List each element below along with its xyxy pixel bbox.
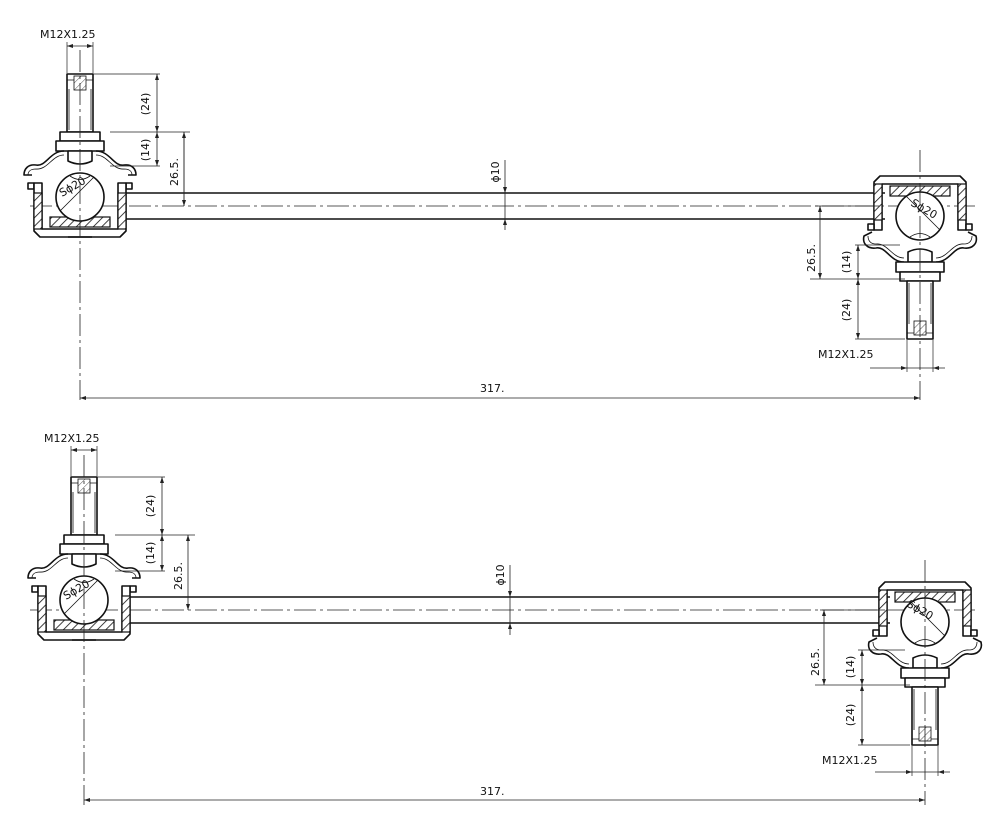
- overall-length: 317.: [480, 382, 505, 395]
- stud-length-left: (24): [139, 93, 152, 116]
- height-left: 26.5.: [168, 158, 181, 186]
- neck-length-left: (14): [139, 139, 152, 162]
- neck-length-right: (14): [844, 656, 857, 679]
- rod-diameter: ϕ10: [489, 161, 502, 182]
- neck-length-right: (14): [840, 251, 853, 274]
- rod: [30, 596, 975, 624]
- height-left: 26.5.: [172, 562, 185, 590]
- stud-length-left: (24): [144, 495, 157, 518]
- stud-length-right: (24): [840, 299, 853, 322]
- height-right: 26.5.: [809, 648, 822, 676]
- upper-view: M12X1.25 (24) (14) 26.5. Sϕ20 ϕ10 Sϕ20: [23, 28, 978, 400]
- rod-diameter: ϕ10: [494, 564, 507, 585]
- height-right: 26.5.: [805, 244, 818, 272]
- neck-length-left: (14): [144, 542, 157, 565]
- thread-label-left: M12X1.25: [40, 28, 96, 41]
- lower-view: M12X1.25 (24) (14) 26.5. Sϕ20 ϕ10 Sϕ20: [27, 432, 983, 805]
- overall-length: 317.: [480, 785, 505, 798]
- thread-label-right: M12X1.25: [822, 754, 878, 767]
- thread-label-left: M12X1.25: [44, 432, 100, 445]
- thread-label-right: M12X1.25: [818, 348, 874, 361]
- stud-length-right: (24): [844, 704, 857, 727]
